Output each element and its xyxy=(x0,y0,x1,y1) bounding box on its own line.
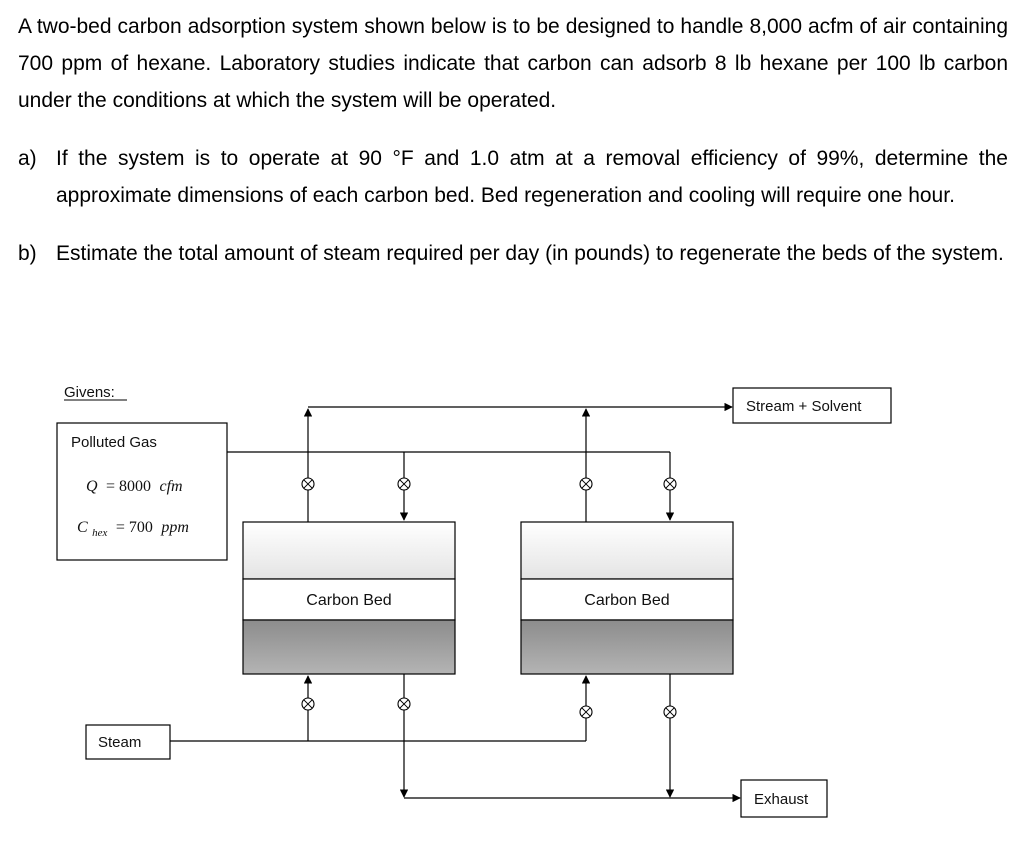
right-bed-top-space xyxy=(520,521,734,580)
valve-icon[interactable] xyxy=(663,477,677,491)
steam-box xyxy=(85,724,171,760)
part-a-marker: a) xyxy=(18,147,37,170)
polluted-gas-box xyxy=(56,422,228,561)
valve-icon[interactable] xyxy=(397,477,411,491)
valve-icon[interactable] xyxy=(579,705,593,719)
steam-label: Steam xyxy=(98,734,141,751)
exhaust-box xyxy=(740,779,828,818)
valve-icon[interactable] xyxy=(663,705,677,719)
left-bed-label-band xyxy=(242,578,456,621)
valve-icon[interactable] xyxy=(579,477,593,491)
part-a-text: If the system is to operate at 90 °F and… xyxy=(56,147,1008,207)
valve-icon[interactable] xyxy=(301,477,315,491)
part-b-text: Estimate the total amount of steam requi… xyxy=(56,242,1004,265)
part-b: b) Estimate the total amount of steam re… xyxy=(18,235,1008,272)
problem-statement: A two-bed carbon adsorption system shown… xyxy=(18,8,1008,272)
stream-solvent-label: Stream + Solvent xyxy=(746,398,862,415)
polluted-gas-title: Polluted Gas xyxy=(71,434,157,451)
problem-intro: A two-bed carbon adsorption system shown… xyxy=(18,15,1008,112)
right-bed-label: Carbon Bed xyxy=(584,592,669,609)
left-bed-label: Carbon Bed xyxy=(306,592,391,609)
valve-icon[interactable] xyxy=(397,697,411,711)
part-b-marker: b) xyxy=(18,242,37,265)
givens-label: Givens: xyxy=(64,384,115,401)
left-carbon-bed xyxy=(242,619,456,675)
flow-rate-equation: Q = 8000 cfm xyxy=(86,478,183,495)
part-a: a) If the system is to operate at 90 °F … xyxy=(18,140,1008,214)
stream-solvent-box xyxy=(732,387,892,424)
concentration-equation: C hex = 700 ppm xyxy=(77,519,189,540)
left-bed-top-space xyxy=(242,521,456,580)
exhaust-label: Exhaust xyxy=(754,791,809,808)
right-carbon-bed xyxy=(520,619,734,675)
valve-icon[interactable] xyxy=(301,697,315,711)
